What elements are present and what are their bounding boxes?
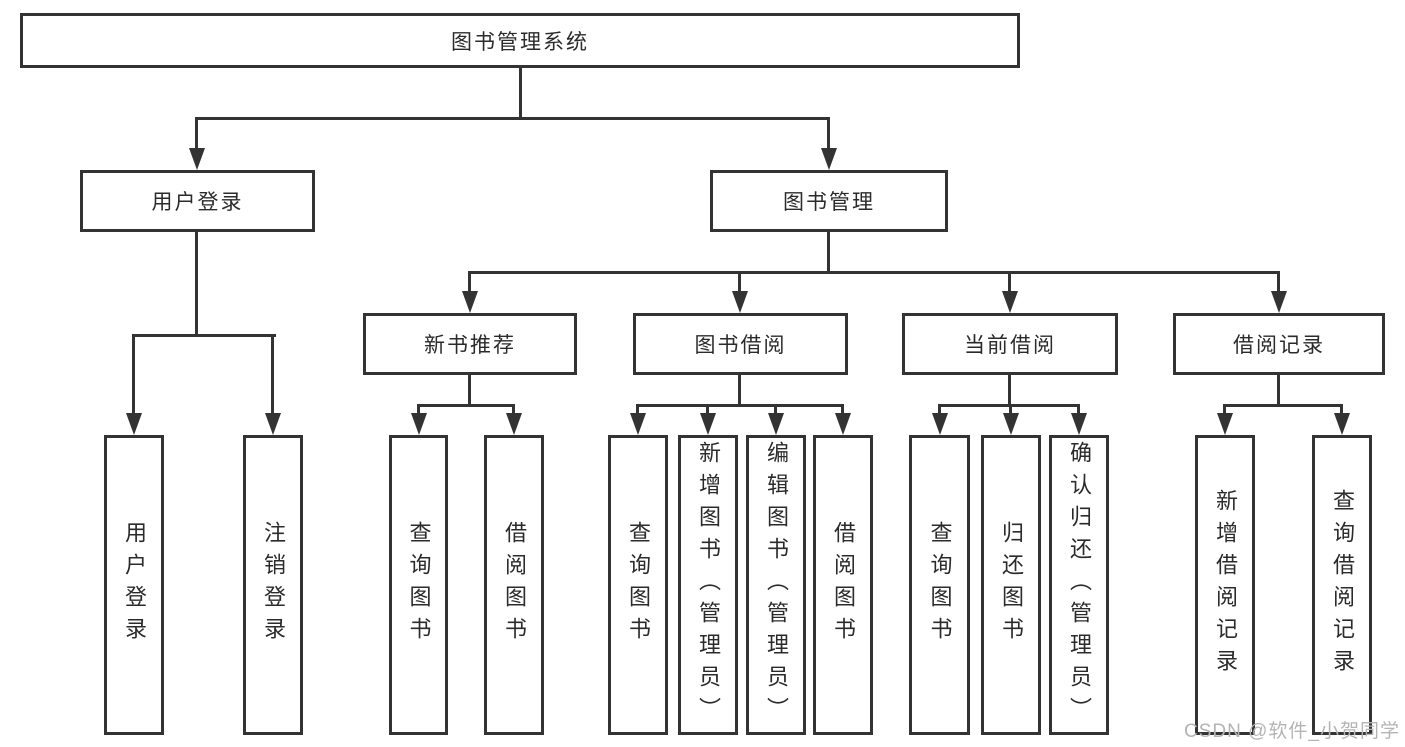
connector-stem bbox=[132, 334, 135, 415]
arrowhead-down-icon bbox=[700, 413, 716, 435]
arrowhead-down-icon bbox=[1002, 291, 1018, 313]
node-book-borrowing: 图书借阅 bbox=[633, 313, 848, 375]
connector-stem bbox=[512, 404, 515, 415]
connector-stem bbox=[271, 334, 274, 415]
leaf-label: 确认归还（管理员） bbox=[1067, 441, 1092, 729]
leaf-borrow-books-recommend: 借阅图书 bbox=[484, 435, 544, 735]
connector-stem bbox=[636, 404, 639, 415]
leaf-label: 查询图书 bbox=[927, 521, 953, 649]
arrowhead-down-icon bbox=[835, 413, 851, 435]
connector-vline bbox=[738, 375, 741, 406]
leaf-confirm-return-admin: 确认归还（管理员） bbox=[1049, 435, 1109, 735]
node-label: 借阅记录 bbox=[1233, 334, 1325, 357]
arrowhead-down-icon bbox=[1271, 291, 1287, 313]
leaf-label: 新增图书（管理员） bbox=[696, 441, 721, 729]
connector-vline bbox=[1008, 375, 1011, 406]
arrowhead-down-icon bbox=[462, 291, 478, 313]
arrowhead-down-icon bbox=[411, 413, 427, 435]
connector-vline bbox=[827, 232, 830, 272]
leaf-add-books-admin: 新增图书（管理员） bbox=[678, 435, 738, 735]
arrowhead-down-icon bbox=[126, 413, 142, 435]
connector-stem bbox=[1223, 404, 1226, 415]
connector-hline bbox=[417, 404, 515, 407]
connector-stem bbox=[938, 404, 941, 415]
connector-vline bbox=[468, 375, 471, 406]
leaf-label: 借阅图书 bbox=[831, 521, 856, 649]
node-current-borrowing: 当前借阅 bbox=[902, 313, 1118, 375]
leaf-label: 注销登录 bbox=[261, 521, 286, 649]
arrowhead-down-icon bbox=[265, 413, 281, 435]
node-borrowing-records: 借阅记录 bbox=[1173, 313, 1385, 375]
connector-vline bbox=[1277, 375, 1280, 406]
leaf-label: 借阅图书 bbox=[502, 521, 527, 649]
node-label: 图书管理 bbox=[783, 191, 875, 214]
connector-hline bbox=[468, 271, 1280, 274]
arrowhead-down-icon bbox=[189, 148, 205, 170]
leaf-query-books-current: 查询图书 bbox=[909, 435, 970, 735]
connector-stem bbox=[1277, 271, 1280, 293]
leaf-borrow-books-borrowing: 借阅图书 bbox=[813, 435, 873, 735]
node-label: 图书管理系统 bbox=[451, 30, 589, 54]
connector-hline bbox=[195, 117, 830, 120]
connector-hline bbox=[132, 334, 276, 337]
node-label: 新书推荐 bbox=[424, 334, 516, 357]
leaf-query-books-borrowing: 查询图书 bbox=[608, 435, 668, 735]
leaf-logout-login: 注销登录 bbox=[243, 435, 303, 735]
connector-stem bbox=[827, 117, 830, 150]
node-label: 图书借阅 bbox=[694, 334, 787, 357]
arrowhead-down-icon bbox=[932, 413, 948, 435]
arrowhead-down-icon bbox=[732, 291, 748, 313]
leaf-label: 查询图书 bbox=[406, 521, 432, 649]
arrowhead-down-icon bbox=[630, 413, 646, 435]
leaf-edit-books-admin: 编辑图书（管理员） bbox=[746, 435, 806, 735]
connector-stem bbox=[468, 271, 471, 293]
leaf-user-login: 用户登录 bbox=[104, 435, 164, 735]
arrowhead-down-icon bbox=[1334, 413, 1350, 435]
leaf-label: 用户登录 bbox=[122, 521, 147, 649]
arrowhead-down-icon bbox=[768, 413, 784, 435]
leaf-query-borrow-record: 查询借阅记录 bbox=[1312, 435, 1372, 735]
csdn-watermark: CSDN @软件_小贺同学 bbox=[1184, 721, 1400, 742]
arrowhead-down-icon bbox=[1217, 413, 1233, 435]
connector-stem bbox=[1009, 404, 1012, 415]
connector-stem bbox=[1008, 271, 1011, 293]
connector-stem bbox=[1340, 404, 1343, 415]
connector-stem bbox=[706, 404, 709, 415]
leaf-label: 查询借阅记录 bbox=[1330, 489, 1355, 681]
connector-vline bbox=[195, 232, 198, 335]
node-new-book-recommendation: 新书推荐 bbox=[363, 313, 577, 375]
arrowhead-down-icon bbox=[1003, 413, 1019, 435]
arrowhead-down-icon bbox=[506, 413, 522, 435]
node-label: 当前借阅 bbox=[964, 334, 1056, 357]
leaf-label: 编辑图书（管理员） bbox=[764, 441, 789, 729]
leaf-query-books-recommend: 查询图书 bbox=[389, 435, 448, 735]
leaf-label: 查询图书 bbox=[626, 521, 651, 649]
node-book-management: 图书管理 bbox=[710, 170, 948, 232]
connector-stem bbox=[195, 117, 198, 150]
connector-stem bbox=[774, 404, 777, 415]
connector-stem bbox=[738, 271, 741, 293]
connector-stem bbox=[841, 404, 844, 415]
node-user-login: 用户登录 bbox=[80, 170, 315, 232]
node-label: 用户登录 bbox=[151, 191, 244, 214]
leaf-add-borrow-record: 新增借阅记录 bbox=[1195, 435, 1255, 735]
connector-stem bbox=[417, 404, 420, 415]
connector-vline bbox=[519, 68, 522, 118]
arrowhead-down-icon bbox=[821, 148, 837, 170]
leaf-return-books: 归还图书 bbox=[981, 435, 1041, 735]
connector-stem bbox=[1077, 404, 1080, 415]
connector-hline bbox=[636, 404, 844, 407]
leaf-label: 新增借阅记录 bbox=[1213, 489, 1238, 681]
leaf-label: 归还图书 bbox=[999, 521, 1024, 649]
node-root: 图书管理系统 bbox=[20, 13, 1020, 68]
arrowhead-down-icon bbox=[1071, 413, 1087, 435]
connector-hline bbox=[1223, 404, 1343, 407]
